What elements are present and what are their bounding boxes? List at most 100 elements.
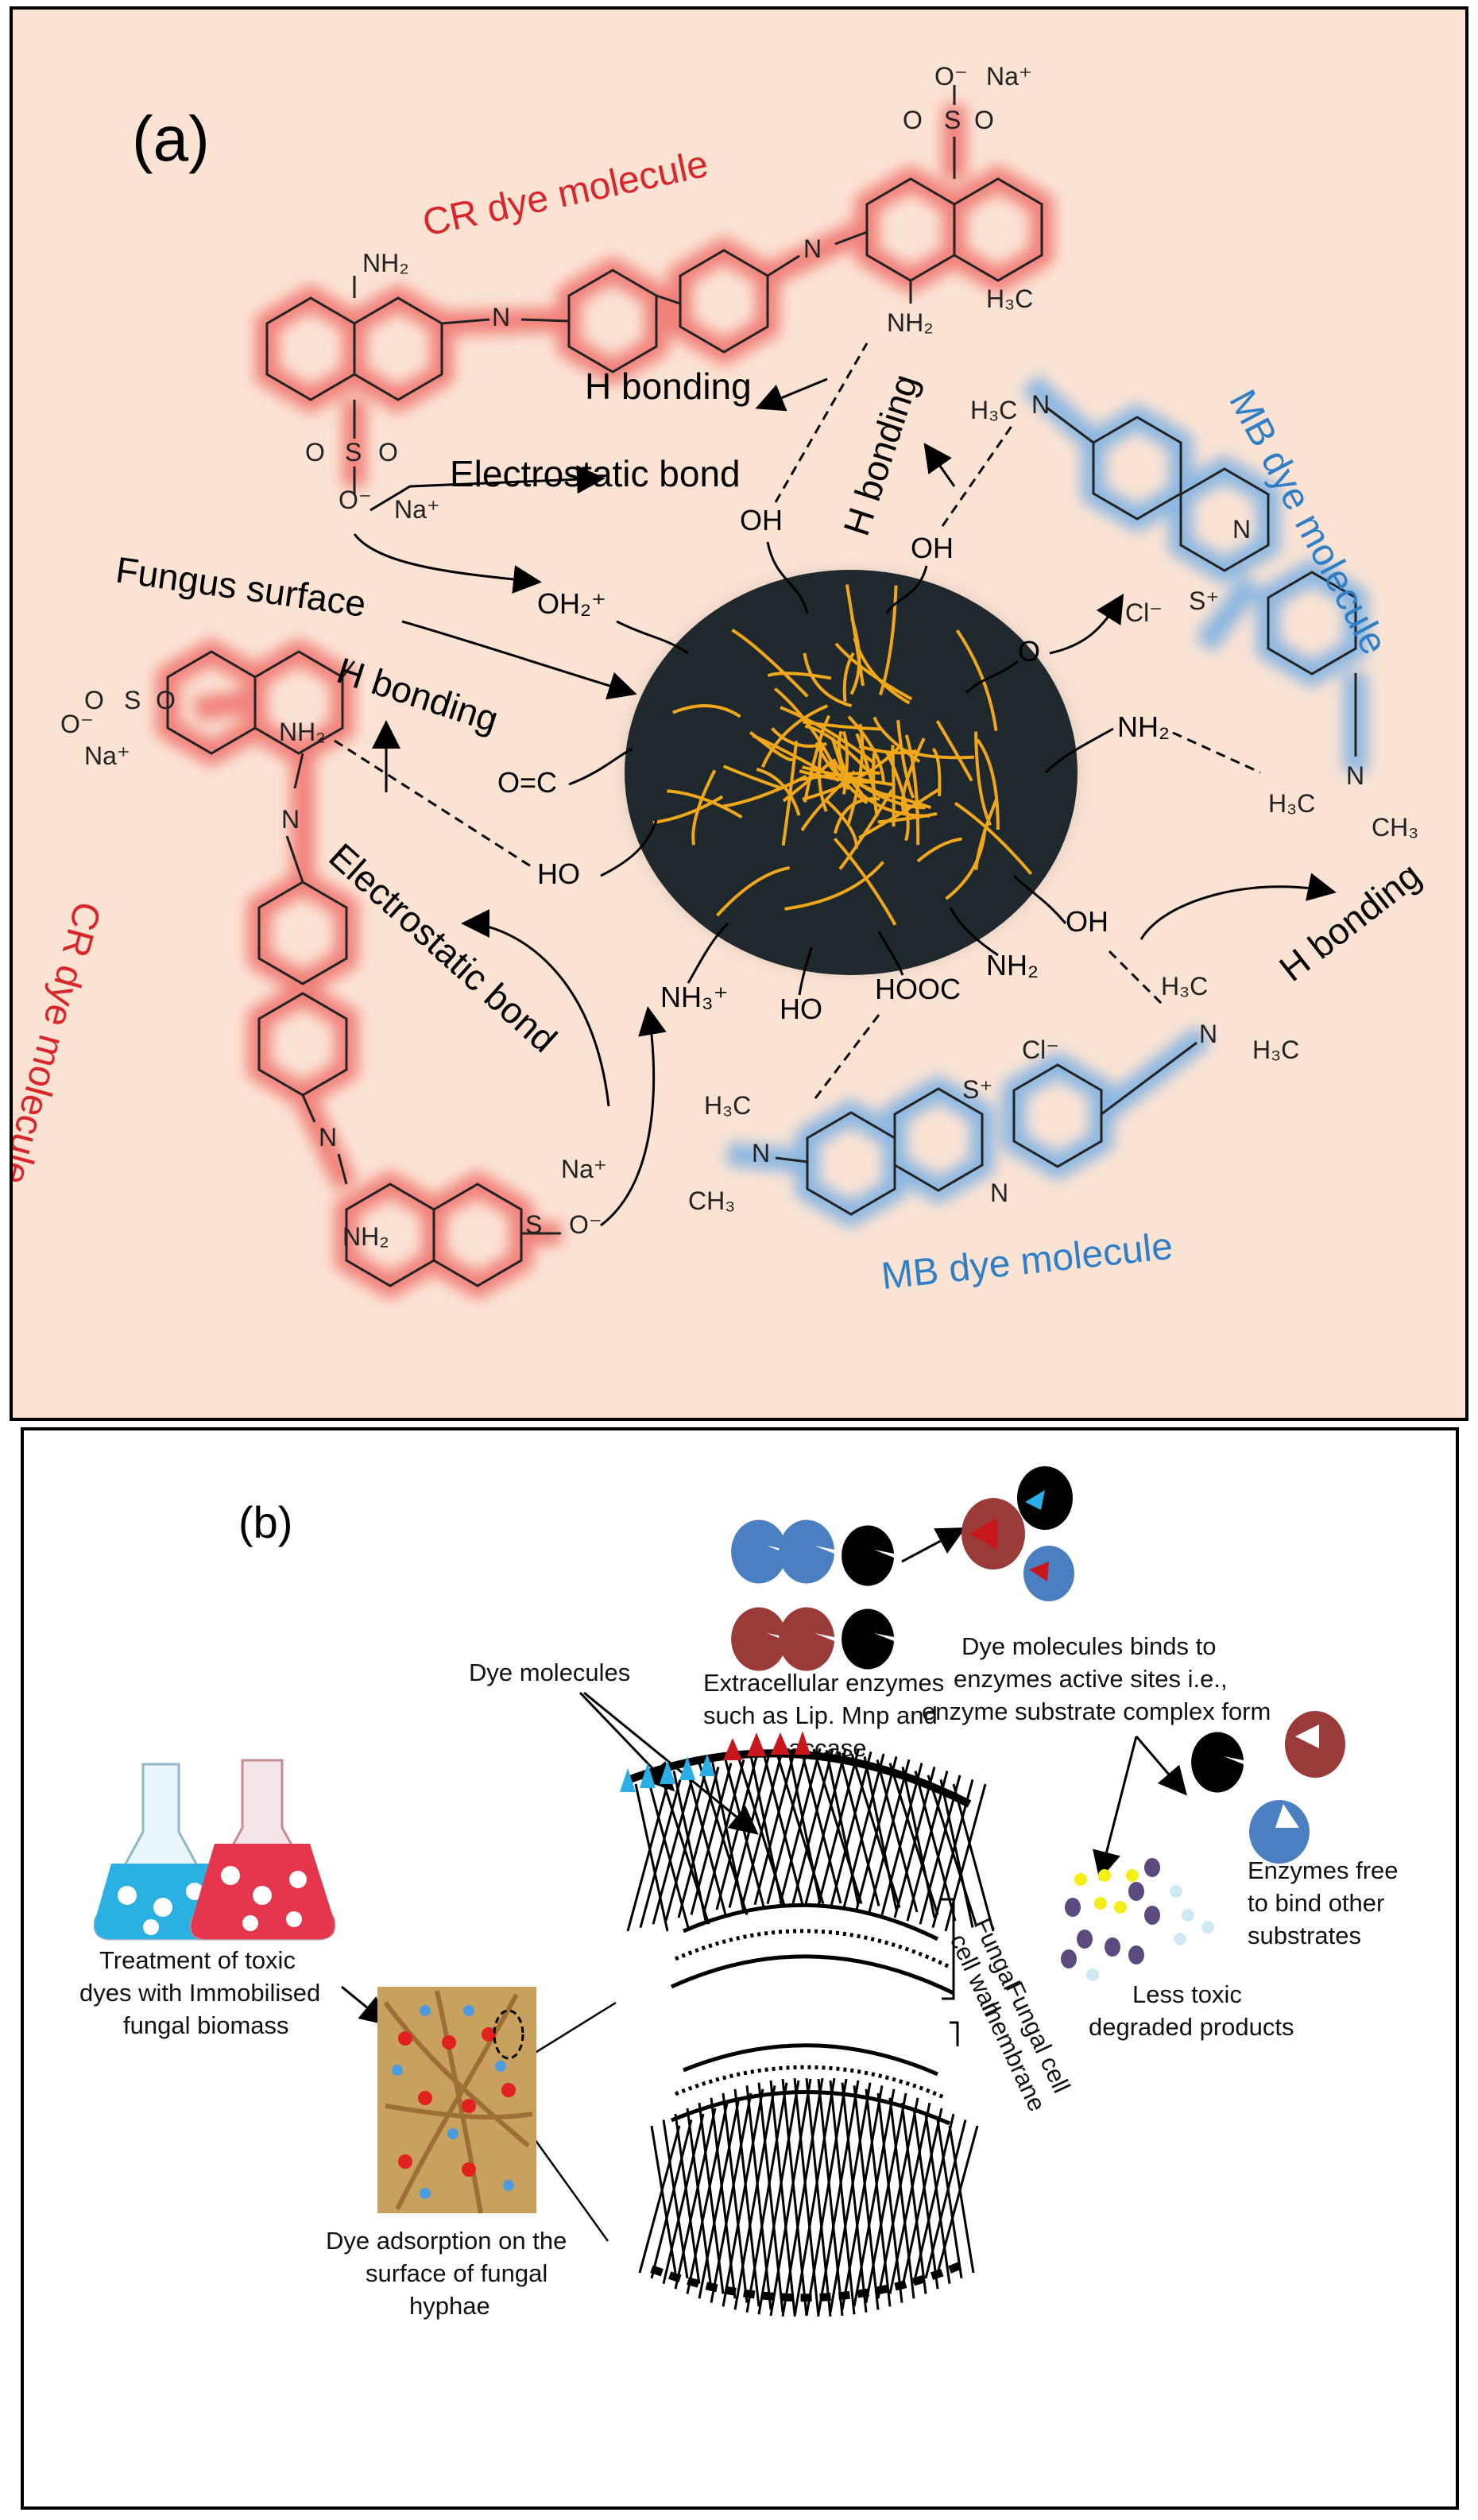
membrane-fiber <box>888 2102 931 2294</box>
group-oh-top: OH <box>740 504 783 536</box>
cell-wall-fiber <box>906 1771 949 1922</box>
treatment-line1: Treatment of toxic <box>99 1946 296 1974</box>
cr-left-s1-label: S <box>124 686 141 714</box>
membrane-fiber <box>900 2108 943 2290</box>
cell-wall-fiber <box>639 1779 682 1929</box>
hypha-strand <box>756 767 801 816</box>
group-nh2-right: NH₂ <box>1117 710 1170 743</box>
membrane-fiber <box>793 2077 836 2317</box>
hypha-strand <box>976 738 1000 830</box>
hypha-strand <box>974 731 992 826</box>
cell-wall-fiber <box>876 1759 919 1913</box>
group-oh-lower-right: OH <box>1066 905 1108 938</box>
membrane-fiber <box>638 2125 681 2274</box>
cr-top-nh2b-label: NH₂ <box>887 308 934 337</box>
panel-b-label: (b) <box>238 1497 292 1547</box>
cr-left-nh2b-label: NH₂ <box>342 1222 389 1251</box>
cell-wall-fiber <box>830 1751 872 1906</box>
cr-dye-label-top: CR dye molecule <box>419 143 712 245</box>
cr-left-n1-label: N <box>281 805 300 834</box>
cr-dye-label-left: CR dye molecule <box>13 897 109 1189</box>
panel-a: (a) NH₂ NH₂ <box>0 6 1468 1421</box>
hypha-strand <box>722 765 783 791</box>
membrane-fiber <box>805 2078 848 2317</box>
enzyme-group-top <box>731 1519 894 1671</box>
adsorption-line1: Dye adsorption on the <box>326 2227 567 2255</box>
membrane-fiber <box>888 2097 915 2299</box>
adsorption-line3: hyphae <box>409 2292 490 2320</box>
hypha-strand <box>842 730 849 795</box>
mb-right-n2-label: N <box>1232 515 1251 544</box>
membrane-fiber <box>745 2082 788 2313</box>
group-ho-bottom: HO <box>780 993 822 1025</box>
membrane-fiber <box>722 2088 764 2307</box>
membrane-fiber <box>686 2102 729 2294</box>
cr-top-o1-label: O <box>903 106 923 134</box>
cr-top-o3-label: O <box>305 438 325 466</box>
mb-bottom-ch3-label: CH₃ <box>688 1186 735 1215</box>
less-toxic-line2: degraded products <box>1089 2013 1294 2041</box>
membrane-fiber <box>841 2082 868 2313</box>
cr-left-o1-label: O <box>84 686 104 714</box>
mb-right-cl-label: Cl⁻ <box>1125 598 1163 627</box>
cell-wall-fiber <box>931 1779 974 1929</box>
membrane-fiber <box>769 2078 812 2317</box>
mb-bottom-h3c3-label: H₃C <box>1252 1035 1299 1064</box>
h-bonding-label-2: H bonding <box>835 370 926 541</box>
cell-wall-fiber <box>944 1783 987 1932</box>
electrostatic-bond-label-1: Electrostatic bond <box>450 453 741 494</box>
cell-wall-fiber <box>634 1783 669 1932</box>
group-oc: O=C <box>497 766 557 799</box>
group-hooc: HOOC <box>875 973 961 1005</box>
hypha-strand <box>837 730 864 795</box>
cell-wall-fiber <box>652 1775 695 1925</box>
cell-wall-fiber <box>672 1771 707 1922</box>
cell-wall-fiber <box>685 1766 728 1918</box>
cell-wall-fiber <box>664 1771 707 1922</box>
hypha-strand <box>875 792 931 810</box>
hypha-strand <box>904 734 920 846</box>
hypha-strand <box>817 744 828 812</box>
cell-wall-fiber <box>702 1759 745 1913</box>
dye-binds-line2: enzymes active sites i.e., <box>954 1665 1228 1693</box>
hypha-strand <box>855 733 877 794</box>
cr-left-om-label: O⁻ <box>60 710 94 738</box>
mb-bottom-cl-label: Cl⁻ <box>1022 1035 1059 1064</box>
mb-molecule-bottom: N N N S⁺ Cl⁻ H₃C CH₃ H₃C H₃C <box>688 972 1299 1229</box>
hypha-strand <box>900 737 926 812</box>
panel-a-label: (a) <box>132 103 210 174</box>
cell-wall-fiber <box>710 1759 745 1913</box>
mb-right-h3c1-label: H₃C <box>986 285 1033 313</box>
flask-red-icon <box>190 1759 336 1941</box>
hypha-strand <box>834 797 880 834</box>
h-bonding-label-1: H bonding <box>585 366 752 407</box>
hypha-strand <box>760 704 829 768</box>
group-ho-left: HO <box>537 857 580 890</box>
cr-top-na2-label: Na⁺ <box>394 495 440 524</box>
hypha-strand <box>824 798 858 849</box>
hypha-strand <box>847 715 885 783</box>
hypha-strand <box>781 741 799 846</box>
membrane-fiber <box>912 2113 955 2285</box>
extracellular-enzymes-line2: such as Lip. Mnp and <box>703 1701 938 1729</box>
hypha-strand <box>784 861 885 911</box>
hypha-strand <box>782 759 834 803</box>
cell-wall-fiber <box>715 1755 758 1910</box>
membrane-fiber <box>865 2088 892 2307</box>
hypha-strand <box>916 837 962 863</box>
cr-top-s2-label: S <box>345 438 362 466</box>
membrane-fiber <box>900 2102 927 2294</box>
mb-right-ch3-label: CH₃ <box>1372 813 1418 842</box>
panel-a-diagram: (a) NH₂ NH₂ <box>0 62 1428 1300</box>
hypha-strand <box>802 720 882 731</box>
cell-wall-fiber <box>817 1749 860 1906</box>
enzymes-free-line2: to bind other <box>1248 1889 1384 1917</box>
hypha-strand <box>834 642 913 701</box>
membrane-fiber <box>865 2092 907 2303</box>
hypha-strand <box>838 789 894 870</box>
less-toxic-line1: Less toxic <box>1132 1980 1242 2008</box>
cr-top-s1-label: S <box>944 106 961 134</box>
membrane-fiber <box>829 2080 856 2315</box>
hypha-strand <box>721 775 807 809</box>
cell-wall-fiber <box>842 1753 885 1908</box>
